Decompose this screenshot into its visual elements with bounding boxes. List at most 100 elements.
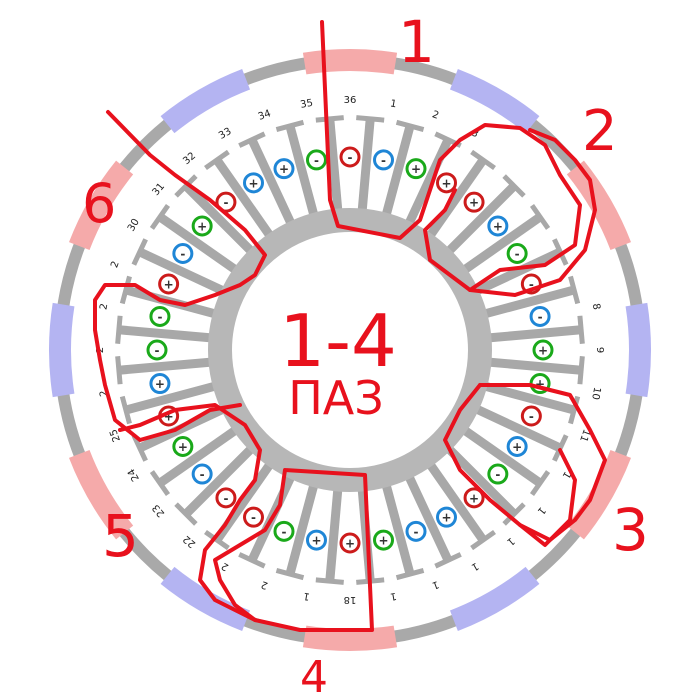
phase-marker-green: -: [506, 243, 528, 264]
phase-marker-blue: -: [191, 463, 213, 485]
stator-tooth: [275, 479, 320, 581]
phase-marker-symbol: +: [538, 344, 548, 358]
phase-marker-symbol: -: [529, 277, 534, 291]
phase-marker-green: -: [487, 463, 509, 485]
phase-marker-blue: +: [243, 172, 264, 194]
group-label-6: 6: [82, 172, 116, 235]
pole-arc-pink: [302, 49, 398, 75]
phase-marker-symbol: -: [538, 310, 543, 324]
coil-outline-group-3b: [518, 448, 577, 547]
phase-marker-blue: -: [405, 520, 427, 542]
phase-marker-symbol: -: [251, 511, 256, 525]
group-label-4: 4: [300, 652, 328, 700]
coil-outline-group-4: [213, 468, 374, 632]
coil-outline-group-2: [468, 128, 597, 297]
group-label-2: 2: [582, 99, 618, 164]
stator-teeth: [115, 115, 585, 585]
phase-marker-symbol: +: [248, 176, 258, 190]
pole-arcs: [49, 49, 651, 651]
slot-number: 2: [95, 347, 106, 353]
phase-marker-red: -: [243, 506, 264, 528]
core-ring: [208, 208, 492, 492]
phase-marker-green: -: [149, 305, 171, 327]
slot-number: 2: [260, 578, 270, 591]
phase-marker-symbol: +: [378, 534, 388, 548]
pole-arc-blue: [160, 68, 251, 134]
phase-marker-blue: -: [529, 305, 551, 327]
slot-number: 2: [98, 389, 110, 397]
slot-number: 1: [389, 590, 397, 602]
slot-number: 18: [344, 594, 357, 605]
phase-marker-red: -: [339, 146, 361, 168]
stator-tooth: [423, 149, 496, 242]
phase-marker-symbol: +: [197, 219, 207, 233]
stator-tooth: [423, 458, 496, 551]
stator-tooth: [275, 119, 320, 221]
pole-arc-pink: [302, 625, 398, 651]
phase-marker-symbol: -: [529, 410, 534, 424]
stator-tooth: [174, 442, 258, 526]
phase-marker-red: -: [215, 487, 237, 509]
phase-marker-green: +: [532, 339, 554, 361]
pole-arc-blue: [49, 302, 75, 398]
phase-marker-red: +: [463, 487, 485, 509]
stator-tooth: [315, 115, 344, 216]
phase-marker-symbol: -: [180, 247, 185, 261]
phase-marker-symbol: -: [495, 468, 500, 482]
slot-number: 1: [560, 469, 573, 480]
stator-tooth: [442, 442, 526, 526]
pole-arc-pink: [566, 160, 632, 251]
phase-marker-symbol: -: [200, 468, 205, 482]
phase-marker-blue: +: [273, 158, 295, 180]
phase-marker-symbol: -: [281, 525, 286, 539]
stator-tooth: [380, 119, 425, 221]
phase-marker-red: +: [463, 191, 485, 213]
pole-arc-blue: [160, 566, 251, 632]
stator-tooth: [131, 402, 230, 462]
phase-marker-red: +: [436, 172, 457, 194]
slot-number: 1: [469, 560, 480, 573]
phase-marker-symbol: -: [348, 151, 353, 165]
stator-tooth: [238, 131, 298, 230]
phase-marker-symbol: +: [411, 162, 421, 176]
phase-marker-blue: +: [436, 506, 457, 528]
slot-number: 2: [430, 109, 440, 122]
stator-tooth: [458, 423, 551, 496]
pole-arc-blue: [625, 302, 651, 398]
stator-tooth: [204, 149, 277, 242]
stator-tooth: [479, 275, 581, 320]
phase-marker-blue: +: [305, 529, 327, 551]
slot-number: 36: [344, 95, 357, 106]
phase-marker-blue: -: [172, 243, 194, 264]
slot-number: 8: [590, 303, 602, 311]
stator-tooth: [484, 356, 585, 385]
phase-marker-green: -: [273, 520, 295, 542]
pole-arc-blue: [449, 68, 540, 134]
stator-tooth: [470, 238, 569, 298]
stator-tooth: [356, 115, 385, 216]
phase-marker-green: +: [373, 529, 395, 551]
phase-marker-red: +: [339, 532, 361, 554]
slot-number: 1: [430, 578, 440, 591]
coil-outline-group-6: [93, 110, 267, 442]
phase-marker-blue: -: [373, 149, 395, 171]
slot-number: 3: [469, 128, 480, 141]
slot-number: 35: [299, 98, 313, 111]
phase-marker-symbol: +: [512, 440, 522, 454]
pole-arc-pink: [68, 449, 134, 540]
stator-tooth: [479, 380, 581, 425]
stator-tooth: [315, 484, 344, 585]
group-label-3: 3: [612, 496, 649, 564]
stator-tooth: [115, 356, 216, 385]
phase-marker-green: +: [191, 215, 213, 237]
slot-number: 2: [109, 260, 122, 270]
stator-tooth: [442, 174, 526, 258]
stator-tooth: [380, 479, 425, 581]
phase-marker-symbol: -: [381, 153, 386, 167]
group-label-5: 5: [102, 502, 139, 570]
coil-outline-group-5: [118, 403, 262, 622]
phase-marker-symbol: -: [157, 310, 162, 324]
pole-arc-pink: [68, 160, 134, 251]
phase-marker-symbol: +: [164, 410, 174, 424]
phase-marker-blue: +: [487, 215, 509, 237]
